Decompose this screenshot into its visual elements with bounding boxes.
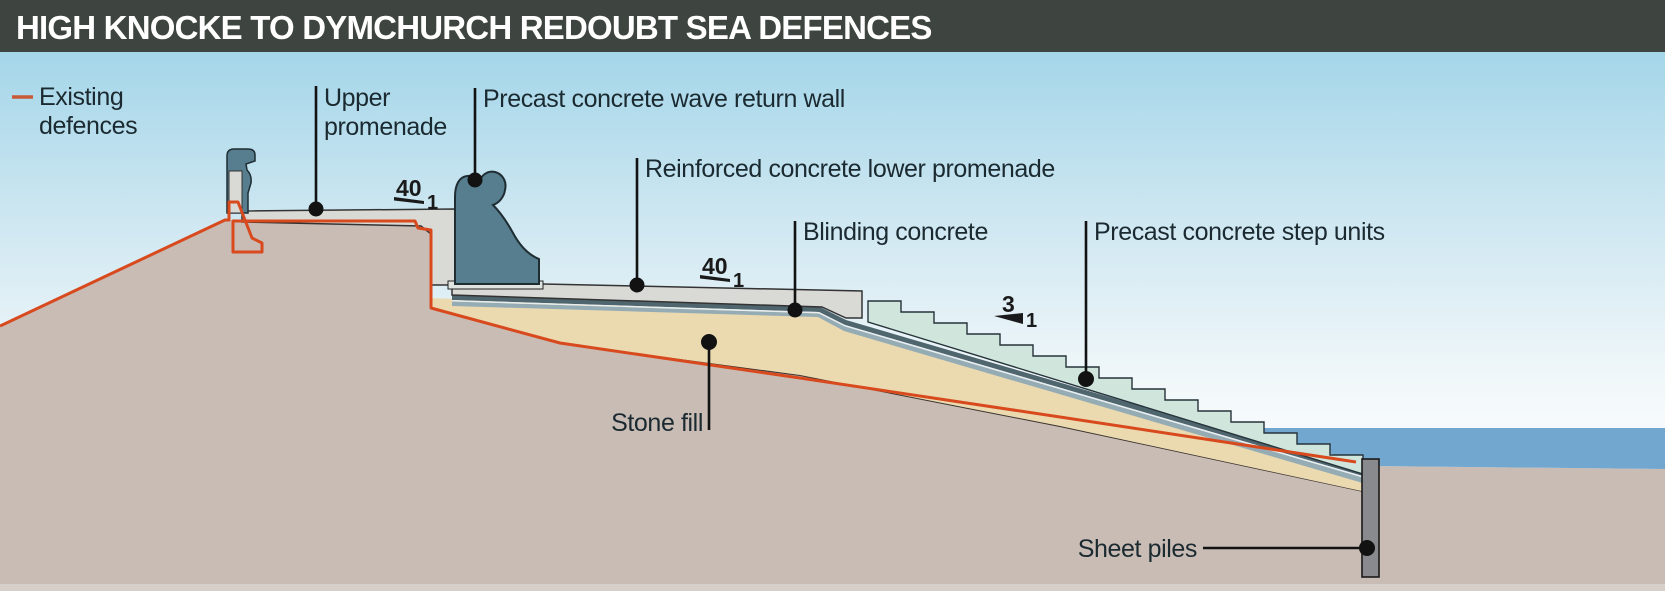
wave-return-wall-shape (454, 170, 540, 285)
precast-step-units-shape (867, 300, 1364, 475)
dot-upper-promenade (308, 201, 324, 217)
slope-lower-promenade: 40 1 (700, 253, 744, 292)
slope-upper-wedge (394, 197, 424, 204)
natural-ground (0, 220, 1665, 591)
lower-promenade-slab (451, 281, 863, 319)
label-wave-return-wall: Precast concrete wave return wall (483, 85, 845, 113)
dot-step-units (1078, 371, 1094, 387)
slope-lower-wedge (700, 275, 730, 282)
dot-stone-fill (701, 334, 717, 350)
dot-sheet-piles (1359, 540, 1375, 556)
dot-blinding-concrete (787, 302, 803, 318)
page-title: HIGH KNOCKE TO DYMCHURCH REDOUBT SEA DEF… (16, 9, 932, 46)
existing-defences-line (0, 200, 1357, 464)
label-upper-promenade-line1: Upper (324, 84, 390, 112)
dot-lower-promenade (629, 277, 645, 293)
slope-upper-promenade: 40 1 (394, 175, 438, 214)
slope-upper-rise: 1 (427, 192, 438, 214)
legend-existing-line1: Existing (39, 83, 123, 111)
blinding-concrete-separator (451, 300, 1367, 479)
stone-fill-region (431, 298, 1366, 492)
leader-lines (314, 86, 1362, 550)
label-blinding-concrete: Blinding concrete (803, 218, 988, 246)
slope-upper-run: 40 (396, 175, 422, 201)
ground-footer-strip (0, 584, 1665, 591)
dot-wave-return-wall (467, 172, 483, 188)
legend-existing-line2: defences (39, 112, 137, 140)
label-sheet-piles: Sheet piles (1078, 535, 1197, 563)
label-lower-promenade: Reinforced concrete lower promenade (645, 155, 1055, 183)
sheet-pile-shape (1361, 458, 1380, 578)
slope-steps-wedge (994, 313, 1023, 324)
title-bar (0, 0, 1665, 52)
slope-steps-run: 3 (1002, 291, 1015, 317)
slope-lower-run: 40 (702, 253, 728, 279)
leader-dots (308, 172, 1375, 556)
slope-lower-rise: 1 (733, 270, 744, 292)
label-upper-promenade-line2: promenade (324, 113, 447, 141)
slope-steps: 3 1 (994, 291, 1037, 332)
slope-steps-rise: 1 (1026, 310, 1037, 332)
label-stone-fill: Stone fill (611, 409, 703, 437)
label-step-units: Precast concrete step units (1094, 218, 1385, 246)
